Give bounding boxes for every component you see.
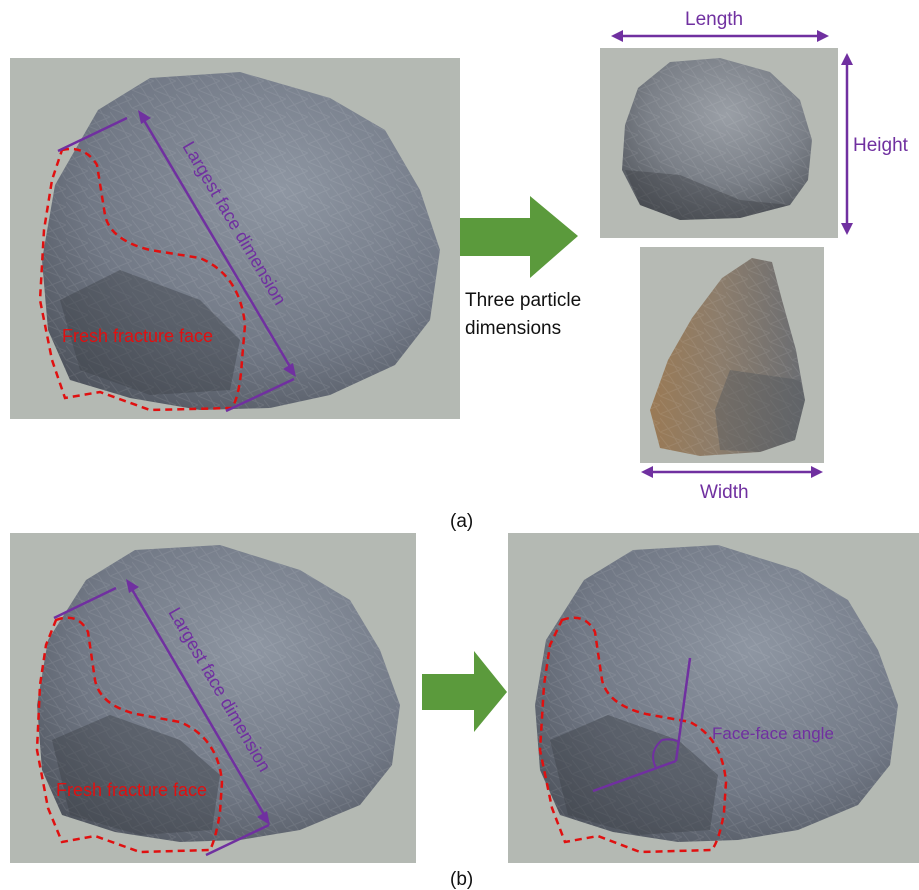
double-arrow-icon bbox=[811, 466, 823, 478]
step-label: Three particle bbox=[465, 290, 581, 311]
face-end-tick bbox=[205, 823, 270, 857]
face-start-tick bbox=[53, 586, 117, 620]
angle-arc bbox=[652, 738, 680, 769]
double-arrow-icon bbox=[641, 466, 653, 478]
fracture-face-outline bbox=[35, 616, 224, 854]
arrowhead bbox=[283, 363, 296, 377]
width-label: Width bbox=[700, 482, 749, 503]
face-normal-line bbox=[592, 759, 677, 793]
rock-image bbox=[42, 72, 440, 410]
step-label: dimensions bbox=[465, 318, 561, 339]
fracture-face-outline bbox=[538, 616, 728, 854]
fracture-face-label: Fresh fracture face bbox=[62, 326, 213, 346]
double-arrow-icon bbox=[841, 223, 853, 235]
largest-face-dimension-arrow bbox=[128, 585, 268, 819]
height-label: Height bbox=[853, 135, 909, 156]
double-arrow-icon bbox=[817, 30, 829, 42]
green-arrow-icon bbox=[422, 651, 507, 732]
panel-a: Fresh fracture face Largest face dimensi… bbox=[10, 9, 909, 532]
arrowhead bbox=[138, 110, 151, 124]
face-start-tick bbox=[57, 116, 128, 153]
face-normal-line bbox=[674, 657, 692, 762]
length-label: Length bbox=[685, 9, 743, 30]
green-arrow-icon bbox=[460, 196, 578, 278]
largest-face-dimension-arrow bbox=[140, 116, 294, 371]
face-face-angle-label: Face-face angle bbox=[712, 724, 834, 743]
arrowhead bbox=[257, 811, 270, 825]
fracture-face-label: Fresh fracture face bbox=[56, 780, 207, 800]
panel-b-caption: (b) bbox=[450, 869, 473, 890]
arrowhead bbox=[126, 579, 139, 593]
panel-b: Fresh fracture face Largest face dimensi… bbox=[10, 533, 919, 890]
double-arrow-icon bbox=[611, 30, 623, 42]
double-arrow-icon bbox=[841, 53, 853, 65]
face-end-tick bbox=[225, 377, 295, 413]
panel-a-caption: (a) bbox=[450, 511, 473, 532]
